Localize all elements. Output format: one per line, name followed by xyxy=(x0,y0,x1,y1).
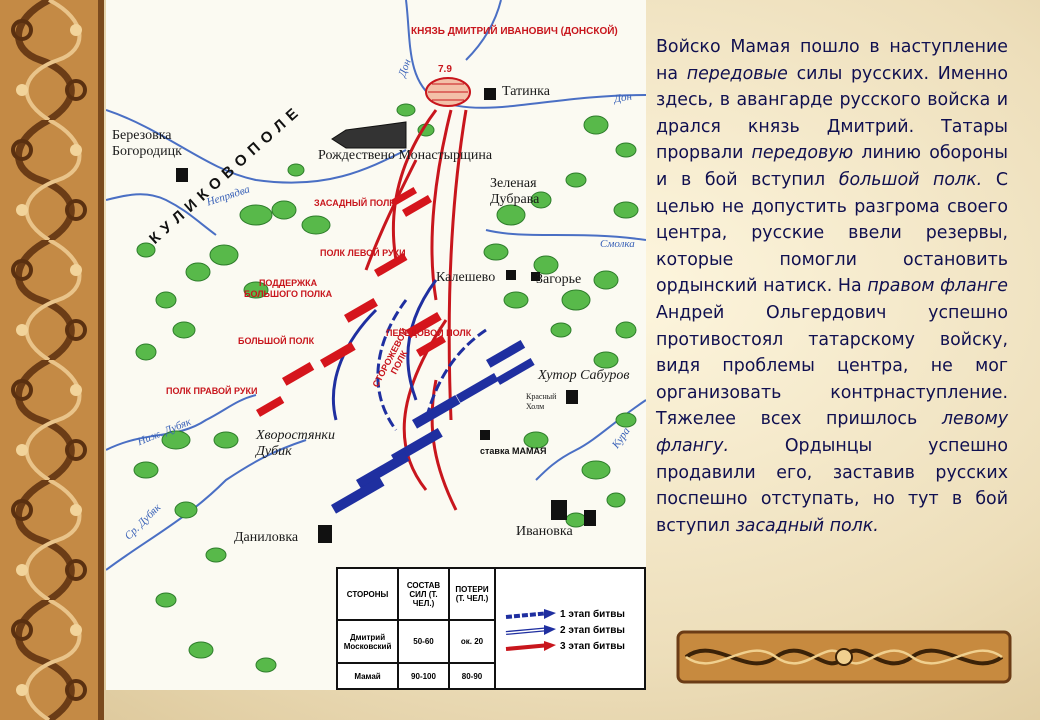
village-markers xyxy=(176,88,596,543)
village-tatinka: Татинка xyxy=(502,84,550,99)
table-header-sides: СТОРОНЫ xyxy=(335,567,400,621)
river-smolka: Смолка xyxy=(600,238,635,250)
text-emphasis: большой полк. xyxy=(838,169,983,190)
label-pravoy: ПОЛК ПРАВОЙ РУКИ xyxy=(166,386,258,396)
text-emphasis: левому флангу. xyxy=(656,409,1008,456)
village-zelenaya: Зеленая Дубрава xyxy=(490,176,540,207)
legend-arrows-icon xyxy=(505,609,556,651)
village-khutor: Хутор Сабуров xyxy=(538,368,630,383)
village-krasny: Красный Холм xyxy=(526,392,557,411)
battle-map: КНЯЗЬ ДМИТРИЙ ИВАНОВИЧ (ДОНСКОЙ) 7.9 Тат… xyxy=(106,0,646,690)
text-segment: С целью не допустить разгрома своего цен… xyxy=(656,169,1008,297)
village-khvorost: Хворостянки Дубик xyxy=(256,428,335,459)
text-segment: Ордынцы успешно продавили его, заставив … xyxy=(656,435,1008,536)
text-segment: Андрей Ольгердович успешно противостоял … xyxy=(656,302,1008,430)
village-berezovka: Березовка Богородицк xyxy=(112,128,182,159)
text-segment: Войско Мамая пошло в наступление на xyxy=(656,37,1008,84)
table-cell: 50-60 xyxy=(397,618,450,665)
village-kalesheva: Калешево xyxy=(436,270,496,285)
table-row: Мамай 90-100 80-90 xyxy=(335,662,497,690)
table-cell: 90-100 xyxy=(397,662,450,690)
text-emphasis: передовые xyxy=(686,63,788,84)
text-emphasis: передовую xyxy=(751,143,854,164)
village-ivanovka: Ивановка xyxy=(516,524,573,539)
forest-areas xyxy=(133,103,639,673)
river-lines xyxy=(106,0,646,571)
village-zagorie: Загорье xyxy=(536,272,582,287)
label-bolshoy: БОЛЬШОЙ ПОЛК xyxy=(238,336,315,346)
text-segment: силы русских. Именно здесь, в авангарде … xyxy=(656,63,1008,164)
battle-description: Войско Мамая пошло в наступление на пере… xyxy=(656,34,1008,539)
monastery-block xyxy=(331,121,407,149)
table-cell: Мамай xyxy=(335,662,400,690)
russian-units xyxy=(255,187,446,417)
legend-stage-1: 1 этап битвы xyxy=(560,609,625,620)
prince-label: КНЯЗЬ ДМИТРИЙ ИВАНОВИЧ (ДОНСКОЙ) xyxy=(411,26,618,37)
table-header-losses: ПОТЕРИ (Т. ЧЕЛ.) xyxy=(447,567,497,621)
label-peredovoy: ПЕРЕДОВОЙ ПОЛК xyxy=(386,328,472,338)
legend-stage-3: 3 этап битвы xyxy=(560,641,625,652)
table-cell: ок. 20 xyxy=(447,618,497,665)
tatar-units xyxy=(331,340,535,514)
prince-position xyxy=(425,77,471,107)
table-cell: Дмитрий Московский xyxy=(335,618,400,665)
prince-number: 7.9 xyxy=(438,64,452,75)
text-emphasis: засадный полк. xyxy=(735,515,879,536)
battle-map-drawing xyxy=(106,0,646,673)
legend-box: 1 этап битвы 2 этап битвы 3 этап битвы xyxy=(496,567,646,690)
legend-stage-2: 2 этап битвы xyxy=(560,625,625,636)
border-pattern-icon xyxy=(0,0,98,720)
table-header-forces: СОСТАВ СИЛ (Т. ЧЕЛ.) xyxy=(397,567,450,621)
ornament-icon xyxy=(676,630,1012,684)
decorative-left-border xyxy=(0,0,104,720)
forces-table: СТОРОНЫ СОСТАВ СИЛ (Т. ЧЕЛ.) ПОТЕРИ (Т. … xyxy=(335,567,497,690)
label-stavka: ставка МАМАЯ xyxy=(480,446,547,456)
village-rozhdestveno: Рождествено Монастырщина xyxy=(318,148,493,163)
label-levoy: ПОЛК ЛЕВОЙ РУКИ xyxy=(320,248,406,258)
village-danilovka: Даниловка xyxy=(234,530,299,545)
table-cell: 80-90 xyxy=(447,662,497,690)
label-podderzhka: ПОДДЕРЖКА БОЛЬШОГО ПОЛКА xyxy=(244,278,333,299)
text-emphasis: правом фланге xyxy=(867,276,1008,297)
label-zasadny: ЗАСАДНЫЙ ПОЛК xyxy=(314,198,395,208)
text-segment: линию обороны и в бой вступил xyxy=(656,143,1008,190)
table-row: Дмитрий Московский 50-60 ок. 20 xyxy=(335,618,497,665)
